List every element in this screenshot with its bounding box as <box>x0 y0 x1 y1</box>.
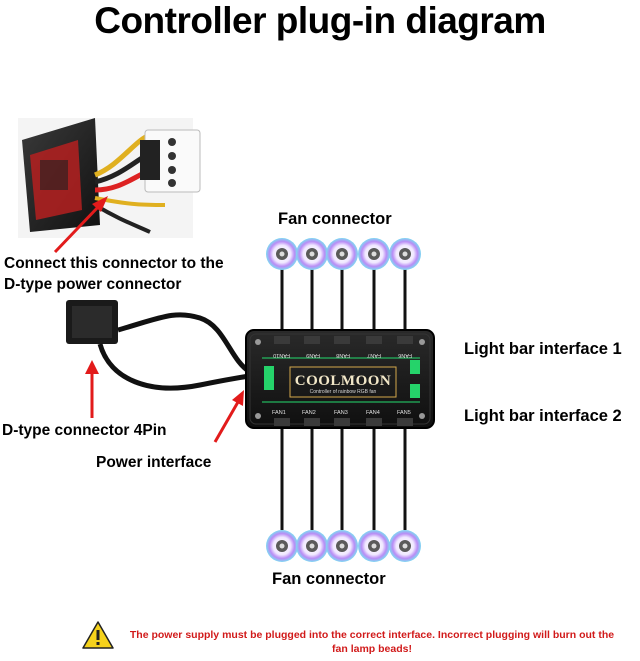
fan-icon <box>266 238 298 270</box>
power-interface-label: Power interface <box>96 454 212 471</box>
dtype-connector-image <box>66 300 252 391</box>
hub-port-label-top: FAN9 <box>306 352 320 358</box>
hub-port-label-top: FAN10 <box>273 352 290 358</box>
hub-port-label-top: FAN8 <box>336 352 350 358</box>
hub-port-label-top: FAN7 <box>367 352 381 358</box>
warning-triangle-icon <box>82 621 114 649</box>
fan-icon <box>358 238 390 270</box>
arrow-to-power-interface <box>213 390 244 443</box>
fan-wires-bottom <box>280 424 407 530</box>
hub-brand: COOLMOON <box>295 373 392 389</box>
hub-subtitle: Controller of rainbow RGB fan <box>310 389 377 395</box>
hub-port-label-bottom: FAN5 <box>397 410 411 416</box>
fans-top <box>266 238 421 270</box>
hub-port-label-bottom: FAN1 <box>272 410 286 416</box>
light-bar-interface-1-label: Light bar interface 1 <box>464 340 622 358</box>
light-bar-cables <box>434 367 600 393</box>
controller-hub: FAN10 FAN9 FAN8 FAN7 FAN6 FAN1 FAN2 FAN3… <box>245 329 435 429</box>
fan-icon <box>326 238 358 270</box>
fan-icon <box>296 530 328 562</box>
arrow-to-dtype <box>85 360 99 418</box>
warning-message: The power supply must be plugged into th… <box>129 629 615 655</box>
fan-icon <box>389 530 421 562</box>
fans-bottom <box>266 530 421 562</box>
fan-wires-top <box>280 268 407 334</box>
fan-icon <box>326 530 358 562</box>
hub-port-label-bottom: FAN3 <box>334 410 348 416</box>
fan-connector-top-label: Fan connector <box>278 210 392 228</box>
light-bar-interface-2-label: Light bar interface 2 <box>464 407 622 425</box>
hub-port-label-top: FAN6 <box>398 352 412 358</box>
hub-port-label-bottom: FAN4 <box>366 410 380 416</box>
fan-icon <box>389 238 421 270</box>
fan-icon <box>358 530 390 562</box>
arrow-to-psu <box>53 196 108 254</box>
dtype-connector-label: D-type connector 4Pin <box>2 422 167 439</box>
page-title: Controller plug-in diagram <box>94 0 546 41</box>
connect-instruction-line1: Connect this connector to the <box>4 255 224 272</box>
hub-port-label-bottom: FAN2 <box>302 410 316 416</box>
connect-instruction-line2: D-type power connector <box>4 276 182 293</box>
fan-connector-bottom-label: Fan connector <box>272 570 386 588</box>
fan-icon <box>296 238 328 270</box>
power-supply-image <box>18 118 201 238</box>
fan-icon <box>266 530 298 562</box>
